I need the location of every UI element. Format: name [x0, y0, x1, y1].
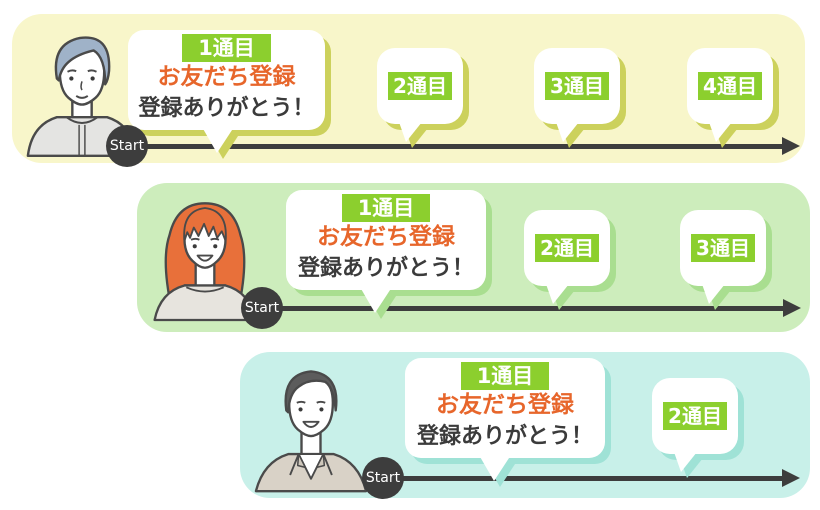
timeline-row-2: 1通目 お友だち登録 登録ありがとう！ Start 2通目 3通目 — [137, 183, 810, 332]
mini-message-bubble: 3通目 — [534, 48, 620, 142]
mini-message-bubble: 2通目 — [524, 210, 610, 304]
message-number-badge: 1通目 — [341, 194, 431, 222]
timeline-arrowhead-icon — [783, 299, 801, 317]
bubble-text: 登録ありがとう！ — [297, 256, 474, 281]
bubble-tail — [202, 127, 234, 153]
timeline-arrowhead-icon — [782, 469, 800, 487]
bubble-tail — [546, 284, 569, 304]
bubble-title: お友だち登録 — [436, 392, 574, 418]
main-message-bubble: 1通目 お友だち登録 登録ありがとう！ — [286, 190, 486, 313]
mini-message-bubble: 3通目 — [680, 210, 766, 304]
main-message-bubble: 1通目 お友だち登録 登録ありがとう！ — [128, 30, 325, 153]
message-number-badge: 3通目 — [691, 234, 755, 262]
bubble-tail — [702, 284, 725, 304]
main-message-bubble: 1通目 お友だち登録 登録ありがとう！ — [405, 358, 605, 481]
start-label: Start — [109, 138, 145, 154]
bubble-tail — [674, 452, 697, 472]
bubble-text: 登録ありがとう！ — [416, 424, 593, 449]
message-number-badge: 2通目 — [663, 402, 727, 430]
message-number-badge: 2通目 — [388, 72, 452, 100]
message-number-badge: 3通目 — [545, 72, 609, 100]
bubble-text: 登録ありがとう！ — [138, 96, 315, 121]
bubble-tail — [556, 122, 579, 142]
bubble-tail — [479, 455, 511, 481]
mini-message-bubble: 2通目 — [652, 378, 738, 472]
message-number-badge: 1通目 — [460, 362, 550, 390]
bubble-title: お友だち登録 — [157, 64, 296, 90]
timeline-line — [146, 144, 782, 149]
start-marker: Start — [106, 125, 148, 167]
start-marker: Start — [241, 287, 283, 329]
bubble-tail — [709, 122, 732, 142]
start-label: Start — [244, 300, 280, 316]
timeline-row-3: 1通目 お友だち登録 登録ありがとう！ Start 2通目 — [240, 352, 810, 499]
message-number-badge: 1通目 — [182, 34, 271, 62]
mini-message-bubble: 2通目 — [377, 48, 463, 142]
avatar-woman-icon — [153, 202, 257, 322]
start-label: Start — [365, 470, 401, 486]
mini-message-bubble: 4通目 — [687, 48, 773, 142]
message-number-badge: 4通目 — [698, 72, 762, 100]
message-number-badge: 2通目 — [535, 234, 599, 262]
bubble-tail — [360, 287, 392, 313]
timeline-row-1: 1通目 お友だち登録 登録ありがとう！ Start 2通目 3通目 4通目 — [12, 14, 805, 167]
timeline-line — [281, 306, 783, 311]
timeline-line — [402, 476, 782, 481]
avatar-man-suit-icon — [254, 370, 368, 493]
bubble-tail — [399, 122, 422, 142]
timeline-arrowhead-icon — [782, 137, 800, 155]
start-marker: Start — [362, 457, 404, 499]
bubble-title: お友だち登録 — [317, 224, 455, 250]
